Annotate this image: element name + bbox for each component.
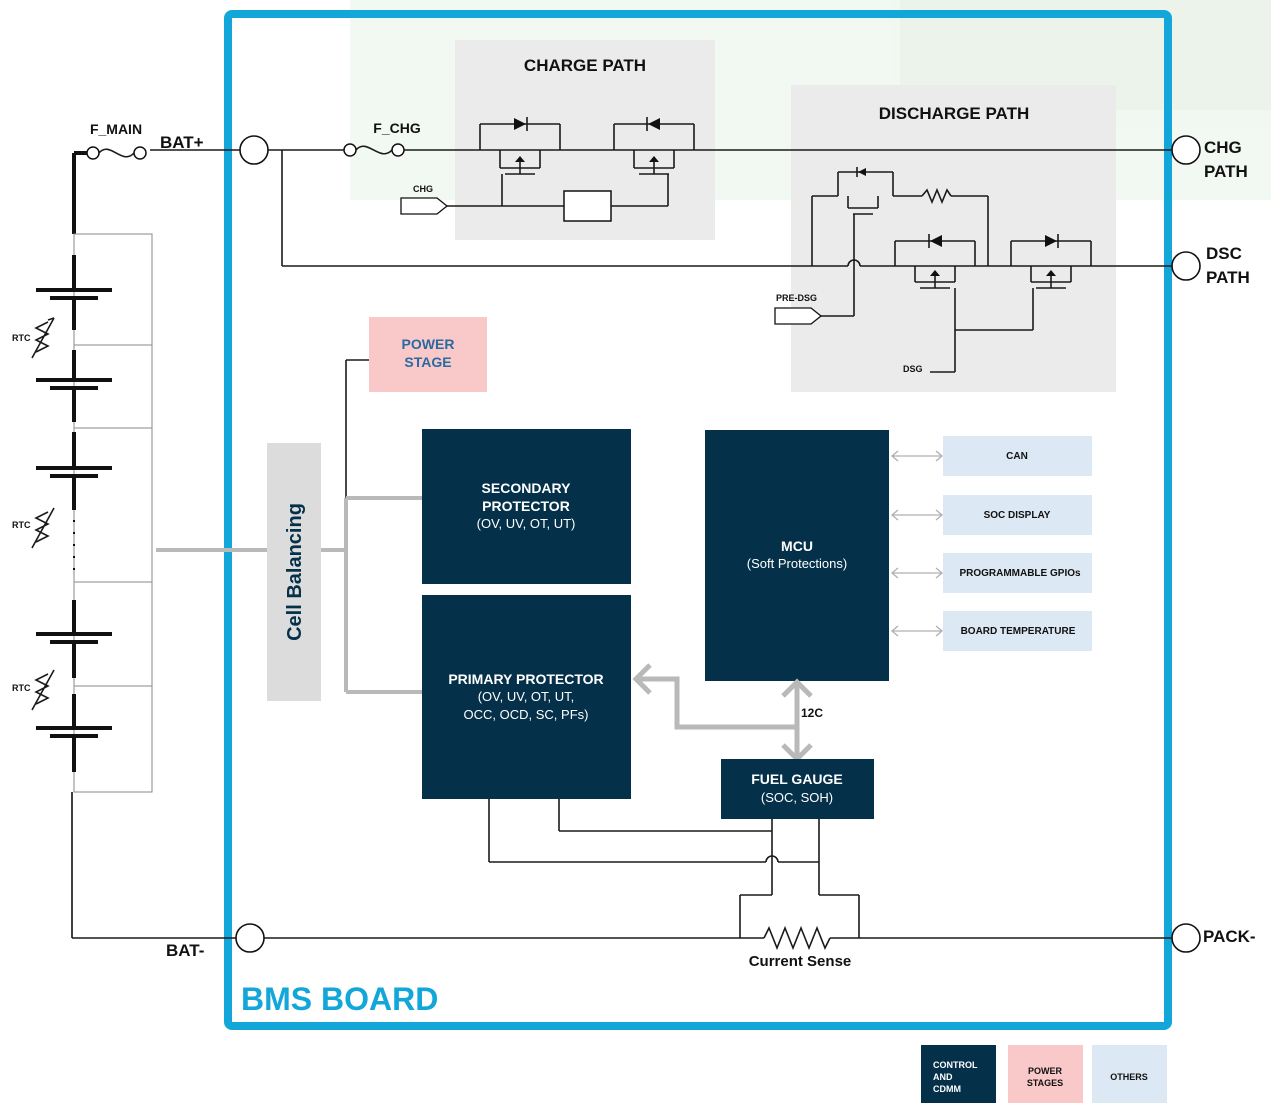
power-stage-label-2: STAGE [404,354,451,370]
primary-protector-sub-1: (OV, UV, OT, UT, [478,689,575,704]
current-sense-resistor-icon [763,925,831,951]
dsc-path-terminal [1171,251,1201,281]
pre-discharge-mosfet-icon [811,167,989,317]
svg-text:CONTROL: CONTROL [933,1060,978,1070]
chg-path-terminal [1171,135,1201,165]
bat-minus-terminal [235,923,265,953]
primary-protector-box [422,595,631,799]
legend-others-swatch [1092,1045,1167,1103]
charge-path-title: CHARGE PATH [524,56,646,75]
cell-balancing-box [267,443,321,701]
pre-dsg-signal-tag-icon [774,307,823,325]
bms-board-outline [224,10,1172,1030]
svg-text:PROGRAMMABLE GPIOs: PROGRAMMABLE GPIOs [959,568,1081,579]
power-stage-label-1: POWER [402,336,455,352]
discharge-mosfet-2-icon [955,234,1092,331]
dsc-path-label-1: DSC [1206,244,1242,263]
dsg-label: DSG [903,364,923,374]
mcu-box [705,430,889,681]
chg-signal-label: CHG [413,184,433,194]
battery-cell-3-icon [36,432,112,575]
secondary-protector-title-1: SECONDARY [482,480,572,496]
mcu-title: MCU [781,538,813,554]
primary-protector-title: PRIMARY PROTECTOR [448,671,603,687]
svg-text:OTHERS: OTHERS [1110,1072,1148,1082]
thermistor-1-label: RTC [12,333,31,343]
mcu-peripheral-can: CAN [890,436,1092,476]
discharge-path-title: DISCHARGE PATH [879,104,1030,123]
battery-cell-1-icon [36,255,112,330]
discharge-path-panel [791,85,1116,392]
battery-cell-4-icon [36,600,112,678]
charge-driver-icon [446,190,668,222]
sense-wires [488,799,860,938]
fuel-gauge-box [721,759,874,819]
svg-text:CAN: CAN [1006,451,1028,462]
mcu-peripheral-soc-display: SOC DISPLAY [890,495,1092,535]
f-chg-fuse-icon [343,143,405,157]
primary-protector-sub-2: OCC, OCD, SC, PFs) [464,707,589,722]
chg-path-label-2: PATH [1204,162,1248,181]
i2c-label: 12C [801,706,823,720]
chg-path-label-1: CHG [1204,138,1242,157]
svg-text:AND: AND [933,1072,953,1082]
legend-power-swatch [1008,1045,1083,1103]
power-stage-box [369,317,487,392]
charge-mosfet-1-icon [479,117,561,206]
mcu-peripheral-board-temperature: BOARD TEMPERATURE [890,611,1092,651]
bat-minus-label: BAT- [166,941,204,960]
mcu-peripheral-gpios: PROGRAMMABLE GPIOs [890,553,1092,593]
pack-minus-label: PACK- [1203,927,1256,946]
chg-signal-tag-icon [400,197,449,215]
secondary-protector-box [422,429,631,584]
thermistor-2-icon [31,507,55,549]
f-main-label: F_MAIN [90,121,142,137]
thermistor-1-icon [31,317,55,359]
legend-control-swatch [921,1045,996,1103]
f-main-fuse-icon [86,146,147,160]
battery-cell-5-icon [36,694,112,772]
svg-text:CDMM: CDMM [933,1084,961,1094]
secondary-protector-sub: (OV, UV, OT, UT) [477,516,576,531]
bat-plus-terminal [239,135,269,165]
legend: CONTROL AND CDMM POWER STAGES OTHERS [921,1045,1167,1103]
thermistor-3-label: RTC [12,683,31,693]
current-sense-label: Current Sense [749,953,852,970]
mcu-sub: (Soft Protections) [747,556,847,571]
dsc-path-label-2: PATH [1206,268,1250,287]
thermistor-3-icon [31,669,55,711]
charge-mosfet-2-icon [613,117,695,206]
svg-text:POWER: POWER [1028,1066,1063,1076]
fuel-gauge-title: FUEL GAUGE [751,771,843,787]
cell-balancing-label: Cell Balancing [284,503,306,641]
main-positive-wires [72,149,1172,939]
bms-board-title: BMS BOARD [241,981,438,1017]
pack-minus-terminal [1171,923,1201,953]
pre-dsg-label: PRE-DSG [776,293,817,303]
cell-balancing-bus [156,496,422,694]
svg-text:BOARD TEMPERATURE: BOARD TEMPERATURE [961,626,1076,637]
f-chg-label: F_CHG [373,120,421,136]
svg-text:STAGES: STAGES [1027,1078,1063,1088]
battery-cell-2-icon [36,350,112,422]
bat-plus-label: BAT+ [160,133,204,152]
secondary-protector-title-2: PROTECTOR [482,498,570,514]
thermistor-2-label: RTC [12,520,31,530]
fuel-gauge-sub: (SOC, SOH) [761,790,833,805]
battery-stack [71,151,153,938]
svg-text:SOC DISPLAY: SOC DISPLAY [984,510,1051,521]
